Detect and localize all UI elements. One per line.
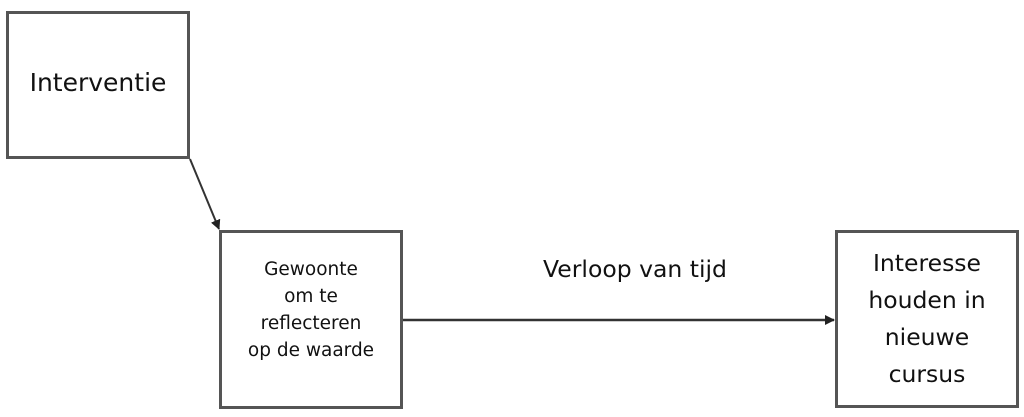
- node-interesse-label: Interesse houden in nieuwe cursus: [868, 249, 986, 388]
- node-gewoonte-label: Gewoonte om te reflecteren op de waarde: [247, 258, 375, 361]
- node-gewoonte: Gewoonte om te reflecteren op de waarde: [219, 230, 403, 409]
- arrow-interventie-to-gewoonte: [189, 158, 221, 230]
- node-interventie: Interventie: [6, 11, 190, 159]
- node-interesse: Interesse houden in nieuwe cursus: [835, 230, 1019, 408]
- node-interventie-label: Interventie: [29, 68, 167, 97]
- edge-label-verloop-van-tijd: Verloop van tijd: [543, 255, 727, 283]
